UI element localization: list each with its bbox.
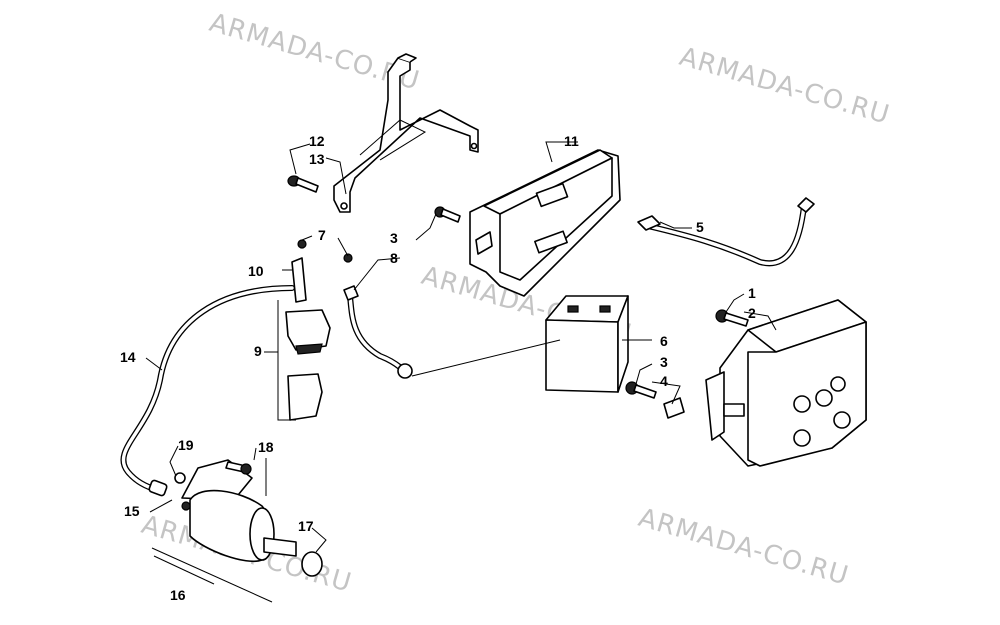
bolt-18 [225, 461, 252, 475]
leader-cable-to-battery [411, 339, 561, 377]
callout-4: 4 [660, 373, 668, 389]
screw-3-top [434, 206, 461, 223]
ecu-box [705, 299, 867, 467]
callout-10: 10 [248, 263, 264, 279]
callout-3-bottom: 3 [660, 354, 668, 370]
callout-15: 15 [124, 503, 140, 519]
starter-motor [174, 459, 297, 562]
battery-tray [469, 149, 621, 297]
starter-cable [120, 285, 295, 497]
callout-12: 12 [309, 133, 325, 149]
starter-relay [277, 257, 331, 421]
callout-14: 14 [120, 349, 136, 365]
watermark-top-right: ARMADA-CO.RU [676, 42, 893, 131]
callout-3-top: 3 [390, 230, 398, 246]
callout-7: 7 [318, 227, 326, 243]
callout-19: 19 [178, 437, 194, 453]
callout-18: 18 [258, 439, 274, 455]
battery [545, 295, 629, 393]
callout-6: 6 [660, 333, 668, 349]
leader-lines [145, 141, 777, 603]
callout-5: 5 [696, 219, 704, 235]
mounting-bracket [333, 53, 479, 213]
clip-4 [663, 397, 685, 419]
screw-1 [715, 309, 749, 327]
callout-1: 1 [748, 285, 756, 301]
callout-13: 13 [309, 151, 325, 167]
screw-3-bottom [625, 381, 657, 399]
callout-numbers: 1 2 3 3 4 5 6 7 8 9 10 11 12 13 14 15 16… [120, 133, 756, 603]
callout-17: 17 [298, 518, 314, 534]
battery-cable [637, 197, 815, 267]
callout-9: 9 [254, 343, 262, 359]
watermark-bottom-right: ARMADA-CO.RU [635, 503, 852, 592]
relay-cable [343, 285, 413, 379]
screw-12 [287, 175, 319, 193]
callout-8: 8 [390, 250, 398, 266]
nuts-7 [297, 239, 353, 263]
callout-16: 16 [170, 587, 186, 603]
o-ring [301, 551, 323, 577]
callout-2: 2 [748, 305, 756, 321]
callout-11: 11 [564, 133, 579, 149]
